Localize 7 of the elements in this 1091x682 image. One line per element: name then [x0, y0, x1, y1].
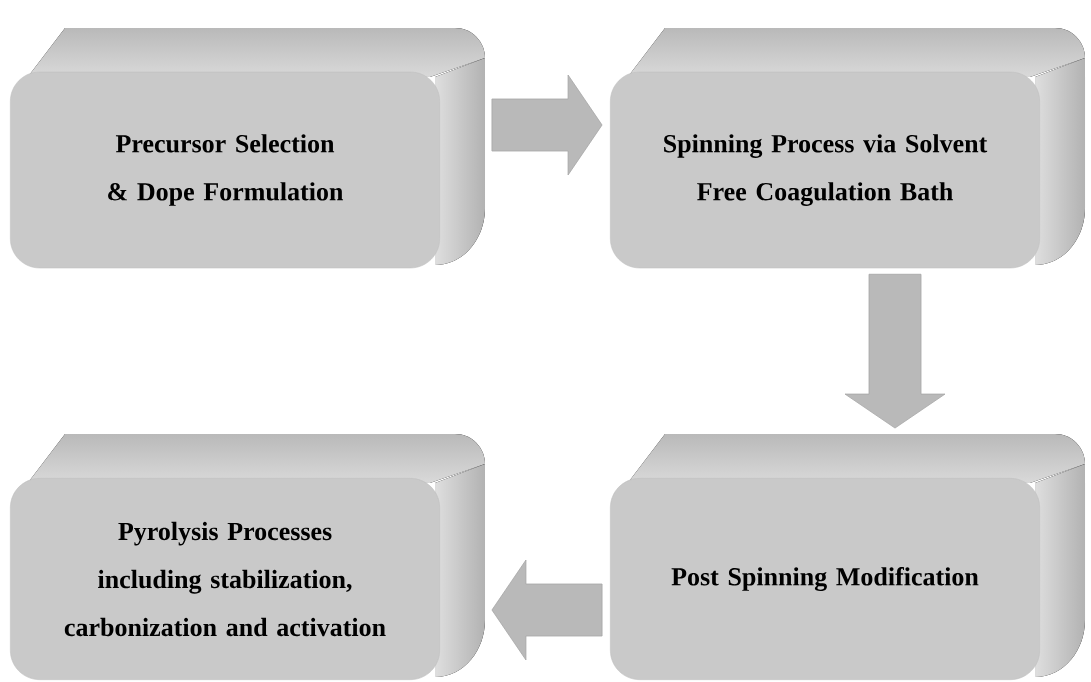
block-arrow [844, 273, 946, 429]
process-box: Pyrolysis Processes including stabilization, carbonization and activation [10, 434, 485, 680]
block-arrow [491, 559, 603, 661]
block-arrow [491, 74, 603, 176]
process-box: Precursor Selection & Dope Formulation [10, 28, 485, 269]
process-box: Spinning Process via Solvent Free Coagulation Bath [610, 28, 1085, 269]
process-box: Post Spinning Modification [610, 434, 1085, 680]
